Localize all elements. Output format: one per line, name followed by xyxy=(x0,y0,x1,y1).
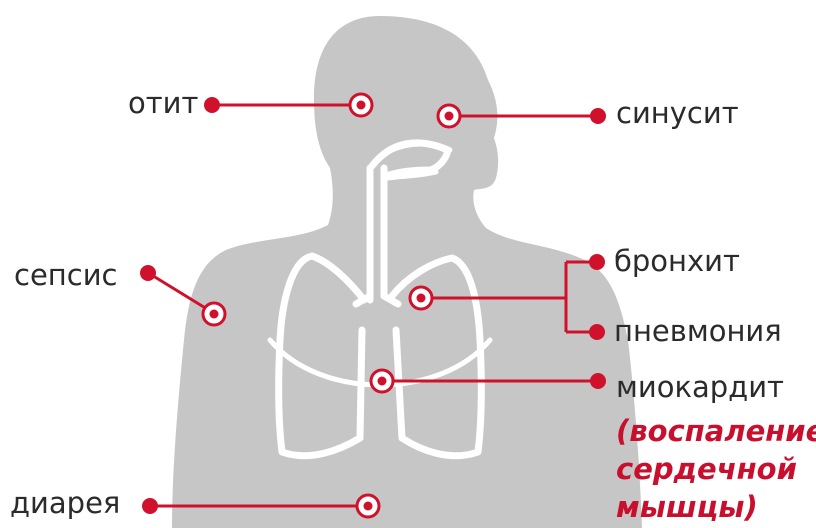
label-myocarditis-note-2: сердечной xyxy=(616,452,797,486)
label-diarrhea: диарея xyxy=(10,486,120,520)
dot-otitis xyxy=(204,97,220,113)
body-silhouette xyxy=(172,16,642,528)
dot-pneumonia xyxy=(589,324,605,340)
label-myocarditis-note-3: мышцы) xyxy=(616,490,758,524)
dot-diarrhea xyxy=(142,498,158,514)
label-sinusitis: синусит xyxy=(616,96,739,130)
label-myocarditis-note-1: (воспаление xyxy=(616,414,816,448)
label-otitis: отит xyxy=(128,86,198,120)
label-pneumonia: пневмония xyxy=(614,314,782,348)
target-lung-marker xyxy=(410,287,432,309)
dot-sepsis xyxy=(140,265,156,281)
silhouette-shape xyxy=(172,16,642,528)
dot-myocarditis xyxy=(590,373,606,389)
label-bronchitis: бронхит xyxy=(614,244,740,278)
target-sinus-marker xyxy=(438,105,460,127)
target-shoulder-marker xyxy=(203,303,225,325)
dot-bronchitis xyxy=(589,254,605,270)
label-sepsis: сепсис xyxy=(14,258,117,292)
label-myocarditis: миокардит xyxy=(616,370,784,404)
target-ear-marker xyxy=(350,94,372,116)
target-heart-marker xyxy=(371,370,393,392)
dot-sinusitis xyxy=(590,108,606,124)
target-abdomen-marker xyxy=(357,495,379,517)
